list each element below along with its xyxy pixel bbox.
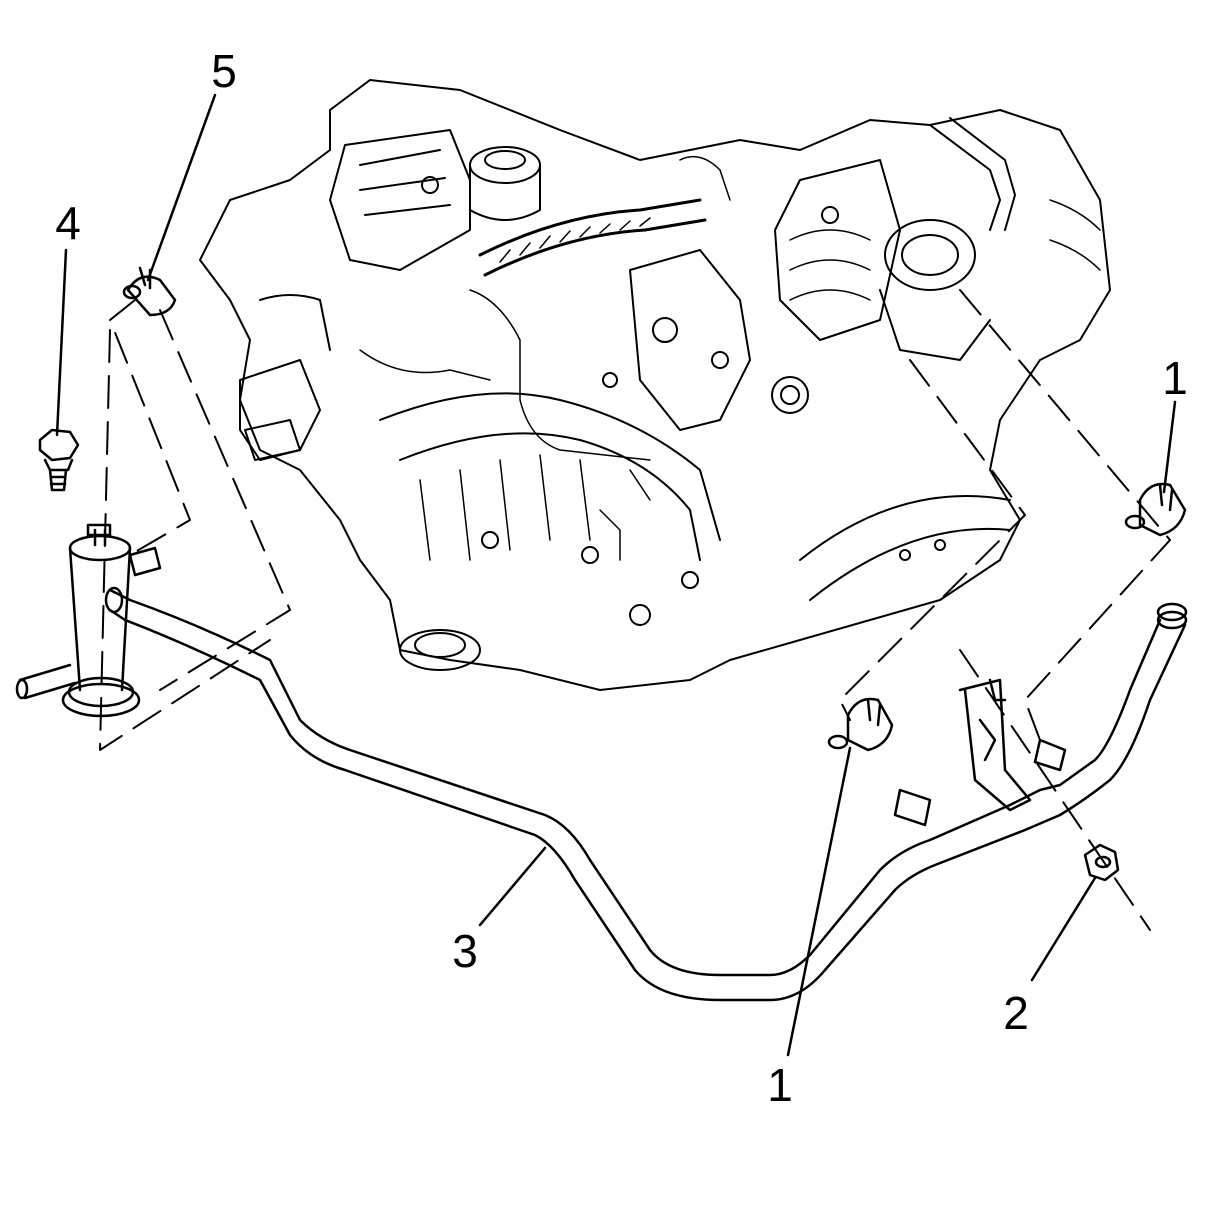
- heater-pipe: [104, 586, 1188, 1002]
- engine-assembly: [199, 79, 1111, 691]
- hose-clamp-item-1-lower: [827, 697, 894, 752]
- leader-item-5: [146, 93, 217, 282]
- bolt-item-4: [38, 428, 80, 492]
- hose-clamp-item-1-upper: [1124, 482, 1187, 537]
- callout-item-5: 5: [211, 45, 237, 97]
- callout-item-1-upper: 1: [1162, 352, 1188, 404]
- leader-item-1-lower: [786, 746, 852, 1057]
- leader-item-1-upper: [1162, 400, 1177, 494]
- callout-item-4: 4: [55, 197, 81, 249]
- leader-item-2: [1030, 876, 1097, 982]
- hose-clamp-item-5: [122, 266, 177, 317]
- callout-item-1-lower: 1: [767, 1059, 793, 1111]
- installation-guide-lines: [99, 289, 1171, 931]
- leader-item-4: [55, 248, 68, 437]
- callout-item-3: 3: [452, 925, 478, 977]
- callout-item-2: 2: [1003, 987, 1029, 1039]
- nut-item-2: [1083, 843, 1120, 882]
- callout-leaders: [55, 93, 1177, 1057]
- leader-item-3: [478, 846, 547, 927]
- coolant-outlet-housing: [15, 523, 162, 718]
